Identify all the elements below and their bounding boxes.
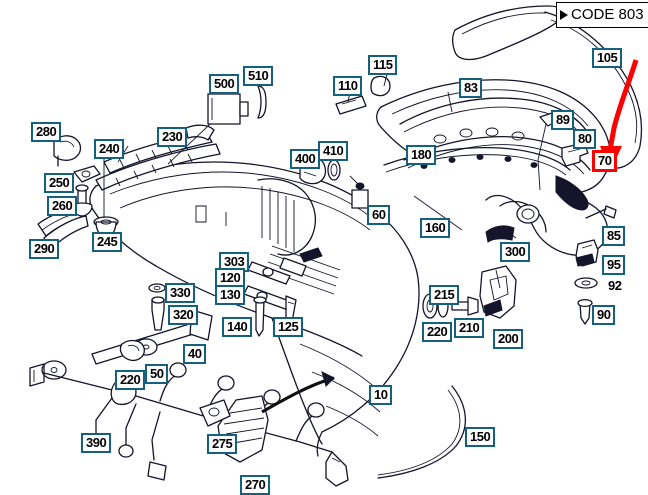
part-callout-500[interactable]: 500 xyxy=(209,74,240,94)
part-callout-50[interactable]: 50 xyxy=(145,364,169,384)
part-callout-92[interactable]: 92 xyxy=(608,278,622,293)
part-callout-240[interactable]: 240 xyxy=(94,139,125,159)
code-badge-text: CODE 803 xyxy=(571,6,644,23)
part-callout-125[interactable]: 125 xyxy=(273,317,304,337)
part-callout-160[interactable]: 160 xyxy=(420,218,451,238)
part-callout-280[interactable]: 280 xyxy=(31,122,62,142)
part-callout-270[interactable]: 270 xyxy=(240,475,271,495)
part-callout-90[interactable]: 90 xyxy=(592,305,616,325)
part-callout-180[interactable]: 180 xyxy=(406,145,437,165)
part-callout-400[interactable]: 400 xyxy=(290,149,321,169)
arrow-right-icon xyxy=(560,10,568,20)
part-callout-230[interactable]: 230 xyxy=(157,127,188,147)
part-callout-290[interactable]: 290 xyxy=(29,239,60,259)
part-callout-330[interactable]: 330 xyxy=(165,283,196,303)
part-callout-89[interactable]: 89 xyxy=(551,110,575,130)
part-callout-320[interactable]: 320 xyxy=(168,305,199,325)
part-callout-510[interactable]: 510 xyxy=(243,66,274,86)
part-callout-215[interactable]: 215 xyxy=(429,285,460,305)
part-callout-105[interactable]: 105 xyxy=(592,48,623,68)
part-callout-70[interactable]: 70 xyxy=(592,150,618,172)
part-callout-220[interactable]: 220 xyxy=(422,322,453,342)
part-callout-250[interactable]: 250 xyxy=(44,173,75,193)
part-callout-95[interactable]: 95 xyxy=(602,255,626,275)
part-callout-200[interactable]: 200 xyxy=(493,329,524,349)
part-callout-80[interactable]: 80 xyxy=(573,129,597,149)
part-callout-10[interactable]: 10 xyxy=(369,385,393,405)
part-callout-83[interactable]: 83 xyxy=(459,78,483,98)
part-callout-210[interactable]: 210 xyxy=(454,318,485,338)
part-callout-390[interactable]: 390 xyxy=(81,433,112,453)
part-callout-245[interactable]: 245 xyxy=(92,232,123,252)
part-callout-110[interactable]: 110 xyxy=(333,76,363,96)
part-callout-130[interactable]: 130 xyxy=(215,285,246,305)
part-callout-220[interactable]: 220 xyxy=(115,370,146,390)
part-callout-275[interactable]: 275 xyxy=(207,434,238,454)
part-callout-300[interactable]: 300 xyxy=(500,242,531,262)
part-callout-260[interactable]: 260 xyxy=(47,196,78,216)
part-callout-115[interactable]: 115 xyxy=(368,55,398,75)
code-badge: CODE 803 xyxy=(556,2,648,28)
part-callout-85[interactable]: 85 xyxy=(602,226,626,246)
part-callout-150[interactable]: 150 xyxy=(465,427,496,447)
part-callout-410[interactable]: 410 xyxy=(318,141,349,161)
part-callout-303[interactable]: 303 xyxy=(219,252,250,272)
part-callout-140[interactable]: 140 xyxy=(222,317,253,337)
part-callout-40[interactable]: 40 xyxy=(183,344,207,364)
part-callout-60[interactable]: 60 xyxy=(367,205,391,225)
